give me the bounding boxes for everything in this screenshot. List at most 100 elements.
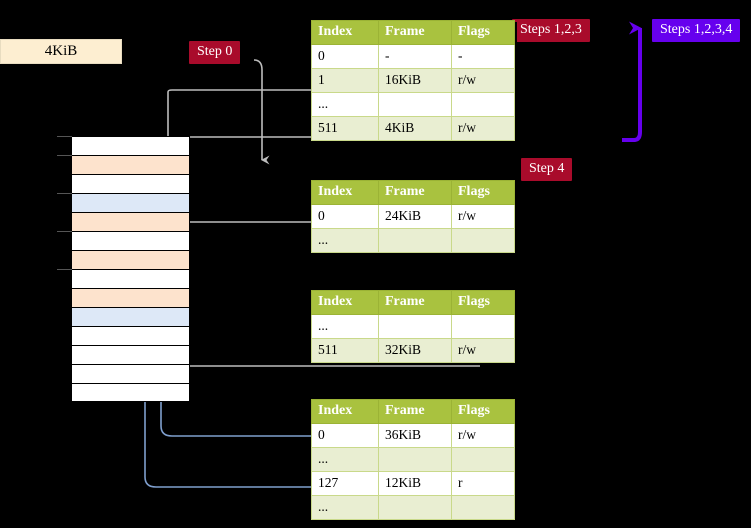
- table-row: 0--: [311, 44, 515, 69]
- memory-tick-mark: [57, 136, 72, 137]
- cell-flags: [451, 495, 515, 520]
- column-header-flags: Flags: [451, 20, 515, 45]
- size-box-4kib: 4KiB: [0, 39, 122, 64]
- cell-index: 127: [311, 471, 379, 496]
- badge-steps-123: Steps 1,2,3: [512, 19, 590, 42]
- cell-flags: r/w: [451, 68, 515, 93]
- cell-flags: r/w: [451, 338, 515, 363]
- table-row: ...: [311, 495, 515, 520]
- badge-step-0-label: Step 0: [197, 44, 233, 59]
- cell-frame: 12KiB: [378, 471, 452, 496]
- physical-memory-column: [57, 136, 190, 402]
- cell-frame: [378, 447, 452, 472]
- cell-index: ...: [311, 495, 379, 520]
- memory-frame-row: [71, 345, 190, 364]
- memory-frame-row: [71, 288, 190, 307]
- cell-index: 0: [311, 423, 379, 448]
- cell-index: 511: [311, 116, 379, 141]
- badge-steps-1234: Steps 1,2,3,4: [652, 19, 741, 42]
- size-box-label: 4KiB: [44, 43, 78, 59]
- memory-frame-row: [71, 307, 190, 326]
- memory-frame-row: [57, 193, 190, 212]
- memory-frame-row: [71, 364, 190, 383]
- table-row: ...: [311, 447, 515, 472]
- cell-index: 511: [311, 338, 379, 363]
- table-row: ...: [311, 314, 515, 339]
- cell-flags: [451, 447, 515, 472]
- cell-frame: [378, 92, 452, 117]
- table-row: ...: [311, 228, 515, 253]
- cell-index: ...: [311, 92, 379, 117]
- memory-tick-mark: [57, 231, 72, 232]
- cell-index: 1: [311, 68, 379, 93]
- cell-index: 0: [311, 204, 379, 229]
- cell-index: ...: [311, 228, 379, 253]
- cell-frame: 32KiB: [378, 338, 452, 363]
- cell-frame: [378, 314, 452, 339]
- memory-tick-mark: [57, 155, 72, 156]
- memory-frame-row: [57, 231, 190, 250]
- cell-flags: [451, 228, 515, 253]
- table-header-row: Index Frame Flags: [311, 399, 515, 424]
- cell-frame: 4KiB: [378, 116, 452, 141]
- cell-frame: [378, 228, 452, 253]
- table-header-row: Index Frame Flags: [311, 180, 515, 205]
- table-header-row: Index Frame Flags: [311, 290, 515, 315]
- column-header-frame: Frame: [378, 290, 452, 315]
- cell-frame: 36KiB: [378, 423, 452, 448]
- table-header-row: Index Frame Flags: [311, 20, 515, 45]
- memory-frame-row: [57, 136, 190, 155]
- badge-step-0: Step 0: [189, 41, 241, 64]
- memory-frame-row: [57, 269, 190, 288]
- cell-frame: [378, 495, 452, 520]
- cell-flags: [451, 92, 515, 117]
- cell-frame: 24KiB: [378, 204, 452, 229]
- memory-frame-row: [71, 250, 190, 269]
- memory-frame-row: [71, 383, 190, 402]
- column-header-index: Index: [311, 290, 379, 315]
- badge-step-4: Step 4: [521, 158, 573, 181]
- cell-index: ...: [311, 447, 379, 472]
- wire-4kib-to-frame: [253, 59, 270, 165]
- cell-flags: [451, 314, 515, 339]
- table-row: ...: [311, 92, 515, 117]
- badge-steps-1234-label: Steps 1,2,3,4: [660, 22, 733, 37]
- column-header-index: Index: [311, 20, 379, 45]
- column-header-frame: Frame: [378, 399, 452, 424]
- cell-index: 0: [311, 44, 379, 69]
- memory-frame-row: [71, 212, 190, 231]
- cell-frame: 16KiB: [378, 68, 452, 93]
- column-header-index: Index: [311, 180, 379, 205]
- memory-tick-mark: [57, 193, 72, 194]
- cell-index: ...: [311, 314, 379, 339]
- column-header-frame: Frame: [378, 20, 452, 45]
- cell-frame: -: [378, 44, 452, 69]
- badge-steps-123-label: Steps 1,2,3: [520, 22, 582, 37]
- cell-flags: r/w: [451, 204, 515, 229]
- column-header-frame: Frame: [378, 180, 452, 205]
- cell-flags: -: [451, 44, 515, 69]
- column-header-flags: Flags: [451, 290, 515, 315]
- badge-step-4-label: Step 4: [529, 161, 565, 176]
- cell-flags: r/w: [451, 116, 515, 141]
- cell-flags: r/w: [451, 423, 515, 448]
- memory-frame-row: [57, 155, 190, 174]
- memory-tick-mark: [57, 269, 72, 270]
- column-header-index: Index: [311, 399, 379, 424]
- column-header-flags: Flags: [451, 180, 515, 205]
